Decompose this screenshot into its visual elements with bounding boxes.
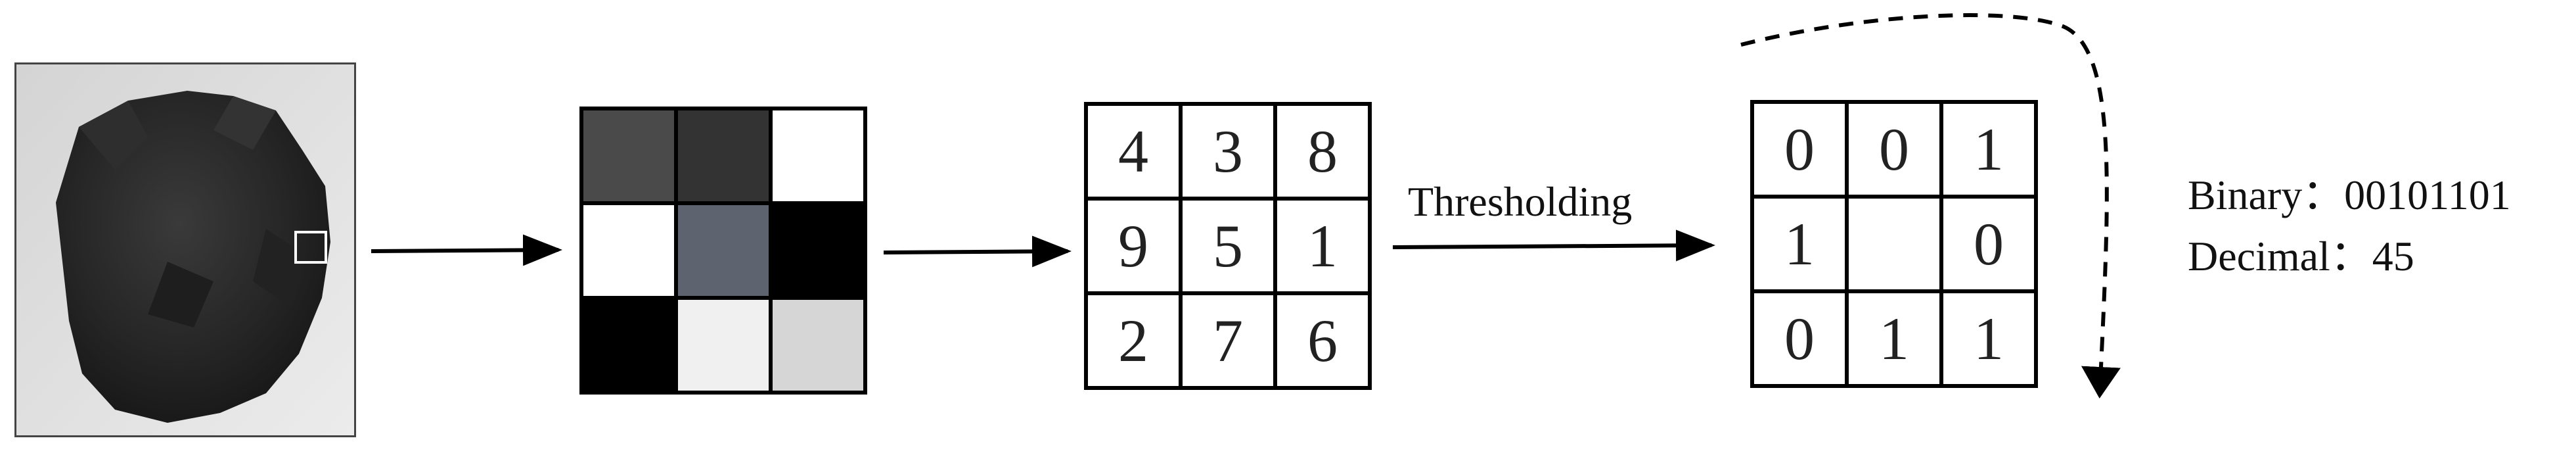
value-cell: 9 xyxy=(1088,201,1179,291)
binary-cell: 1 xyxy=(1849,293,1939,384)
gray-cell xyxy=(773,300,863,391)
gray-cell xyxy=(678,205,769,296)
arrow-2 xyxy=(883,235,1072,268)
binary-center-cell xyxy=(1849,199,1939,289)
gray-cell xyxy=(678,300,769,391)
decimal-result: Decimal：45 xyxy=(2188,233,2414,279)
gray-cell xyxy=(583,300,674,391)
value-cell: 4 xyxy=(1088,106,1179,197)
arrow-1 xyxy=(371,234,562,266)
value-grid: 4 3 8 9 5 1 2 7 6 xyxy=(1084,102,1372,390)
gray-cell xyxy=(773,110,863,201)
grayscale-grid xyxy=(579,107,867,395)
rock-photo xyxy=(14,62,356,437)
gray-cell xyxy=(583,205,674,296)
value-cell: 2 xyxy=(1088,295,1179,386)
binary-cell: 1 xyxy=(1943,293,2034,384)
rock-image xyxy=(16,64,354,435)
binary-cell: 0 xyxy=(1943,199,2034,289)
gray-cell xyxy=(678,110,769,201)
value-cell: 6 xyxy=(1277,295,1368,386)
binary-cell: 1 xyxy=(1943,104,2034,195)
binary-result: Binary：00101101 xyxy=(2188,172,2511,218)
thresholding-label: Thresholding xyxy=(1408,178,1633,225)
binary-cell: 0 xyxy=(1849,104,1939,195)
binary-grid: 0 0 1 1 0 0 1 1 xyxy=(1750,100,2038,388)
binary-cell: 0 xyxy=(1754,293,1845,384)
value-cell: 8 xyxy=(1277,106,1368,197)
sample-window xyxy=(294,231,327,264)
value-cell: 1 xyxy=(1277,201,1368,291)
dashed-traversal-arrow xyxy=(1740,13,2121,398)
rock-shape xyxy=(56,91,330,423)
binary-cell: 1 xyxy=(1754,199,1845,289)
thresholding-arrow xyxy=(1392,229,1715,262)
value-cell: 7 xyxy=(1183,295,1273,386)
binary-cell: 0 xyxy=(1754,104,1845,195)
value-cell: 5 xyxy=(1183,201,1273,291)
gray-cell xyxy=(583,110,674,201)
value-cell: 3 xyxy=(1183,106,1273,197)
gray-cell xyxy=(773,205,863,296)
